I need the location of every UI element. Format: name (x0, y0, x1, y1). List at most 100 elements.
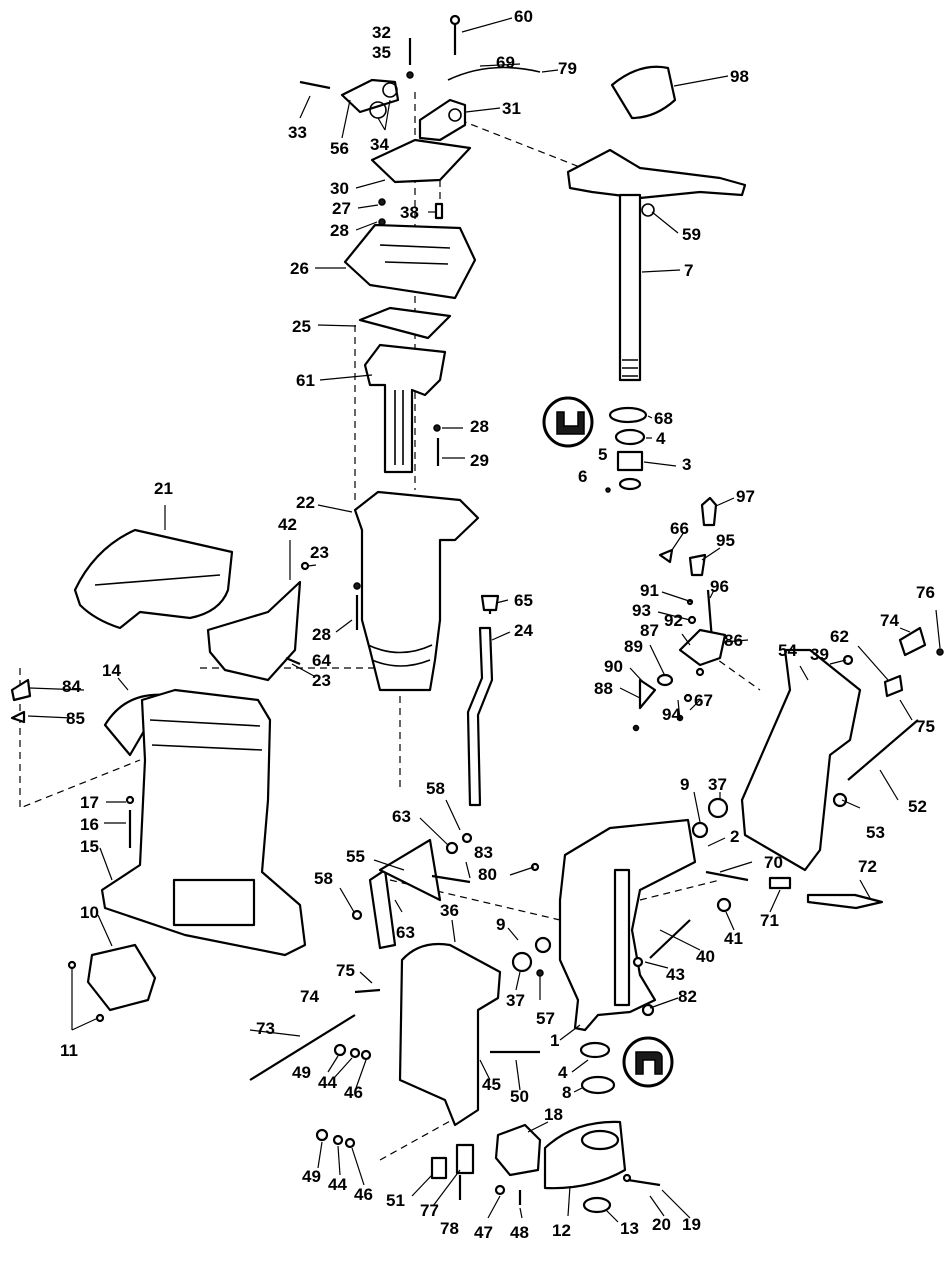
callout-59: 59 (682, 225, 701, 244)
callout-40: 40 (696, 947, 715, 966)
sealant-symbol-top (542, 396, 594, 448)
callout-9-left: 9 (496, 915, 505, 934)
callout-11: 11 (60, 1041, 78, 1060)
swivel-bracket-group (398, 648, 862, 1127)
callout-66: 66 (670, 519, 689, 538)
callout-47: 47 (474, 1223, 493, 1242)
rods-group (249, 626, 919, 1081)
callout-18: 18 (544, 1105, 563, 1124)
callout-75-right: 75 (916, 717, 935, 736)
callout-43: 43 (666, 965, 685, 984)
callout-88: 88 (594, 679, 613, 698)
callout-73: 73 (256, 1019, 275, 1038)
callout-67: 67 (694, 691, 713, 710)
callout-71: 71 (760, 911, 779, 930)
bushing-stack (605, 406, 648, 493)
callout-27: 27 (332, 199, 351, 218)
callout-74-right: 74 (880, 611, 899, 630)
callout-72: 72 (858, 857, 877, 876)
callout-64: 64 (312, 651, 331, 670)
callout-82: 82 (678, 987, 697, 1006)
callout-83: 83 (474, 843, 493, 862)
callout-45: 45 (482, 1075, 501, 1094)
callout-77: 77 (420, 1201, 439, 1220)
callout-30: 30 (330, 179, 349, 198)
callout-79: 79 (558, 59, 577, 78)
callout-80: 80 (478, 865, 497, 884)
callout-9-right: 9 (680, 775, 689, 794)
callout-29: 29 (470, 451, 489, 470)
callout-52: 52 (908, 797, 927, 816)
callout-13: 13 (620, 1219, 639, 1238)
callout-65: 65 (514, 591, 533, 610)
callout-76: 76 (916, 583, 935, 602)
callout-41: 41 (724, 929, 743, 948)
callout-74-left: 74 (300, 987, 319, 1006)
exhaust-housing-group (86, 688, 307, 1012)
callout-63-lower: 63 (396, 923, 415, 942)
callout-31: 31 (502, 99, 521, 118)
callout-2: 2 (730, 827, 739, 846)
callout-69: 69 (496, 53, 515, 72)
callout-49-upper: 49 (292, 1063, 311, 1082)
callout-58-lower: 58 (314, 869, 333, 888)
callout-25: 25 (292, 317, 311, 336)
callout-36: 36 (440, 901, 459, 920)
leader-lines (27, 17, 941, 1223)
small-hardware (10, 198, 944, 1205)
callout-8: 8 (562, 1083, 571, 1102)
callout-28-mid: 28 (470, 417, 489, 436)
callout-26: 26 (290, 259, 309, 278)
callout-10: 10 (80, 903, 99, 922)
callout-17: 17 (80, 793, 99, 812)
callout-68: 68 (654, 409, 673, 428)
callout-62: 62 (830, 627, 849, 646)
callout-53: 53 (866, 823, 885, 842)
callout-61: 61 (296, 371, 315, 390)
callout-98: 98 (730, 67, 749, 86)
callout-50: 50 (510, 1087, 529, 1106)
callout-4-upper: 4 (656, 429, 666, 448)
callout-86: 86 (724, 631, 743, 650)
callout-3: 3 (682, 455, 691, 474)
lower-bushings-group (430, 1041, 627, 1214)
callout-48: 48 (510, 1223, 529, 1242)
callout-70: 70 (764, 853, 783, 872)
sealant-symbol-bottom (622, 1036, 674, 1088)
callout-6: 6 (578, 467, 587, 486)
callout-56: 56 (330, 139, 349, 158)
callout-54: 54 (778, 641, 797, 660)
callout-84: 84 (62, 677, 81, 696)
callout-37-right: 37 (708, 775, 727, 794)
callout-93: 93 (632, 601, 651, 620)
callout-51: 51 (386, 1191, 405, 1210)
callout-57: 57 (536, 1009, 555, 1028)
callout-44-upper: 44 (318, 1073, 337, 1092)
callout-39: 39 (810, 645, 829, 664)
callout-46-lower: 46 (354, 1185, 373, 1204)
callout-33: 33 (288, 123, 307, 142)
lower-cowl-group (73, 528, 302, 682)
callout-35: 35 (372, 43, 391, 62)
callout-87: 87 (640, 621, 659, 640)
adapter-exhaust-group (343, 138, 480, 692)
callout-46-upper: 46 (344, 1083, 363, 1102)
callout-19: 19 (682, 1215, 701, 1234)
callout-4-lower: 4 (558, 1063, 568, 1082)
callout-97: 97 (736, 487, 755, 506)
callout-94: 94 (662, 705, 681, 724)
callout-28-lower: 28 (312, 625, 331, 644)
callout-91: 91 (640, 581, 659, 600)
callout-1: 1 (550, 1031, 559, 1050)
callout-60: 60 (514, 7, 533, 26)
callout-22: 22 (296, 493, 315, 512)
callout-38: 38 (400, 203, 419, 222)
top-bracket-group (299, 14, 541, 142)
callout-89: 89 (624, 637, 643, 656)
callout-92: 92 (664, 611, 683, 630)
callout-58-upper: 58 (426, 779, 445, 798)
callout-5: 5 (598, 445, 607, 464)
callout-24: 24 (514, 621, 533, 640)
